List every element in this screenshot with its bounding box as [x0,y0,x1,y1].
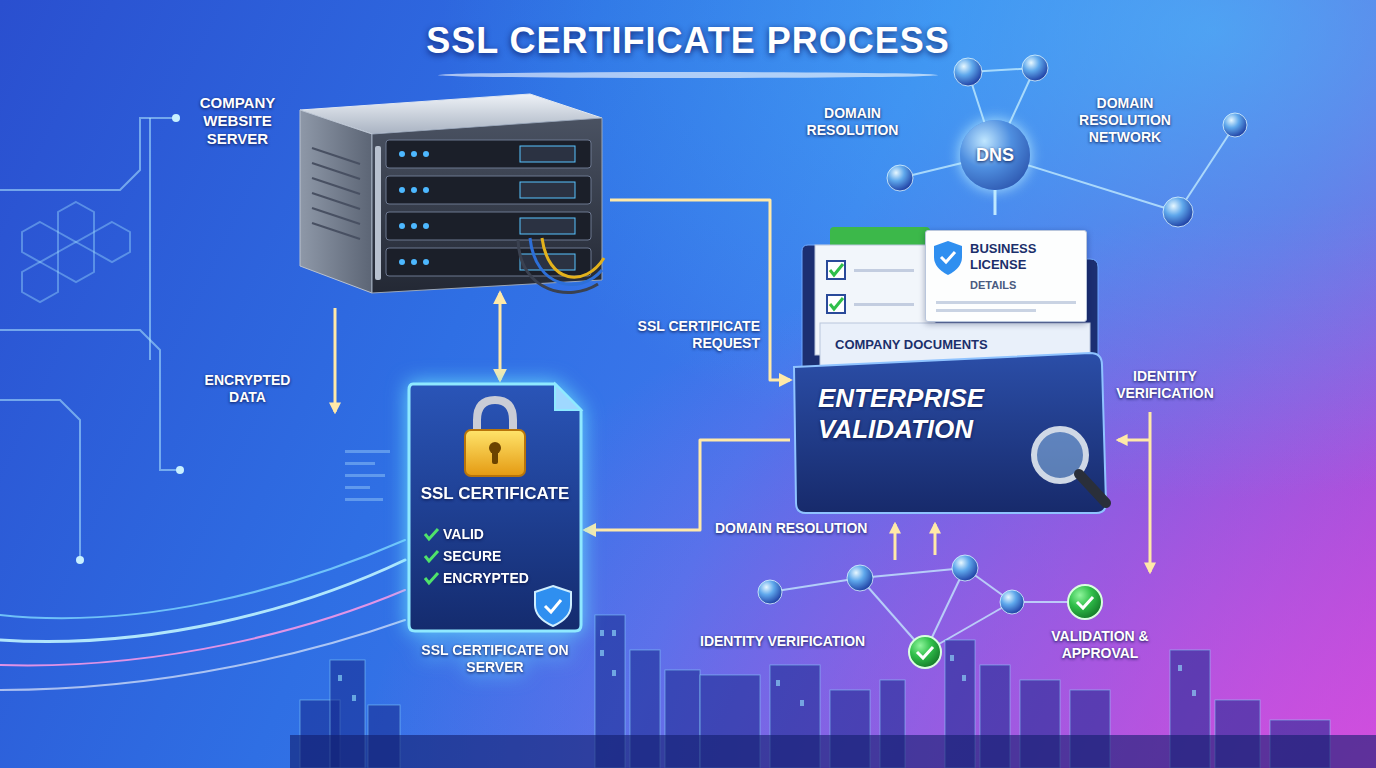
certificate-title: SSL CERTIFICATE [405,484,585,504]
server-node: COMPANY WEBSITE SERVER [190,88,610,293]
dns-circle: DNS [960,120,1030,190]
dns-label: DNS [960,145,1030,167]
folder-title: ENTERPRISE VALIDATION [818,383,1048,445]
step-label: IDENTITY VERIFICATION [1100,368,1230,402]
document-subtitle: DETAILS [970,279,1080,292]
step-label: VALIDATION & APPROVAL [1035,628,1165,662]
flow-connector [499,293,502,380]
server-rack [280,88,610,303]
folder-strip-label: COMPANY DOCUMENTS [835,337,1075,353]
network-label: DOMAIN RESOLUTION [715,520,867,537]
flow-connector [585,440,790,530]
check-item: VALID [443,525,573,543]
edge-label: SSL CERTIFICATE REQUEST [620,318,760,352]
certificate-caption: SSL CERTIFICATE ON SERVER [405,642,585,676]
license-document: BUSINESS LICENSE DETAILS [925,230,1087,322]
flow-connector [994,190,997,215]
network-label: DOMAIN RESOLUTION [795,105,910,139]
server-label: COMPANY WEBSITE SERVER [190,94,285,148]
check-item: SECURE [443,547,573,565]
certificate-card: SSL CERTIFICATE VALID SECURE ENCRYPTED SSL C… [405,380,585,690]
diagram-title: SSL CERTIFICATE PROCESS [0,20,1376,62]
flow-connector [610,200,790,380]
document-title: BUSINESS LICENSE [970,241,1080,272]
certificate-card-outline [405,380,585,635]
network-label: DOMAIN RESOLUTION NETWORK [1055,95,1195,145]
validation-folder: ENTERPRISE VALIDATION COMPANY DOCUMENTS BU… [790,215,1110,515]
check-item: ENCRYPTED [443,569,533,587]
step-label: IDENTITY VERIFICATION [700,633,865,650]
flow-label: ENCRYPTED DATA [190,372,305,406]
